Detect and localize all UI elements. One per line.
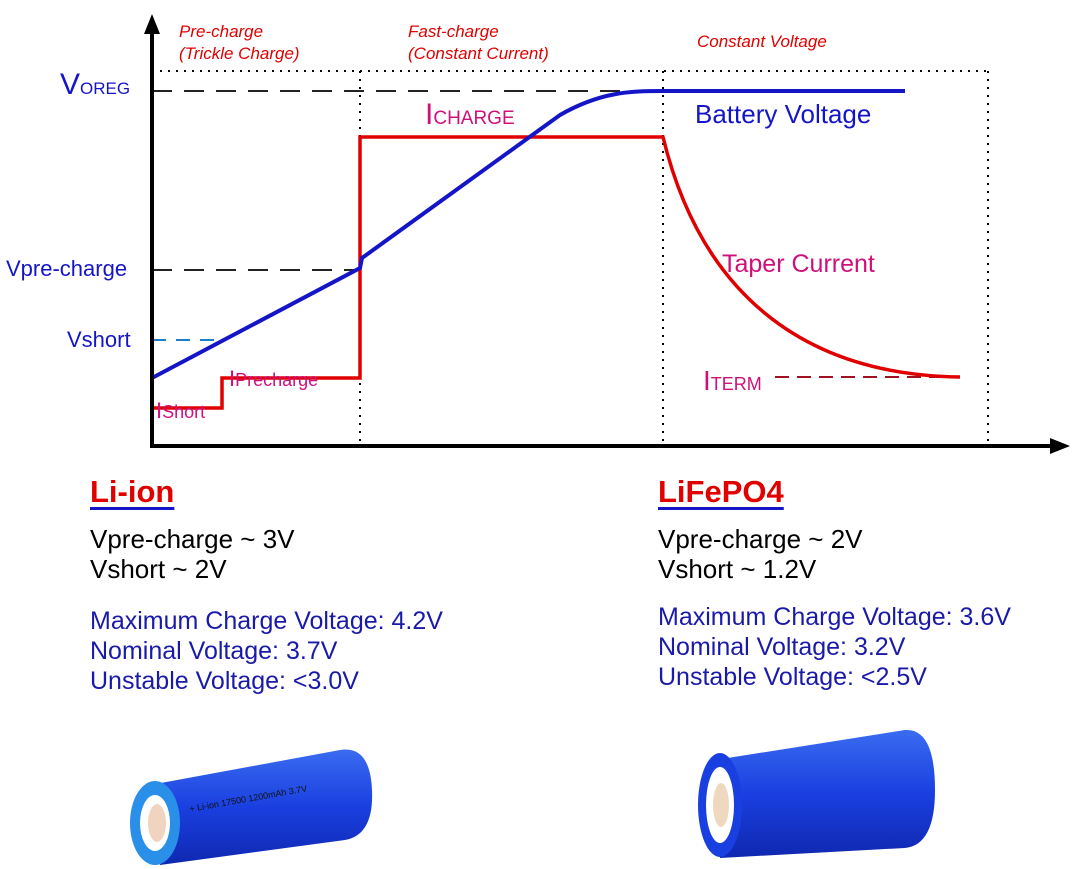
fastcharge-phase-label: Fast-charge(Constant Current)	[408, 22, 549, 63]
lifepo4-unstable-voltage: Unstable Voltage: <2.5V	[658, 663, 927, 691]
phase-dividers	[152, 70, 989, 445]
axes	[144, 14, 1070, 454]
charge-current-curve	[152, 135, 961, 410]
liion-title: Li-ion	[90, 474, 175, 509]
cv-phase-label: Constant Voltage	[697, 32, 827, 51]
liion-panel: Li-ion Vpre-charge ~ 3V Vshort ~ 2V Maxi…	[90, 474, 443, 696]
liion-nominal-voltage: Nominal Voltage: 3.7V	[90, 637, 338, 665]
lifepo4-vshort: Vshort ~ 1.2V	[658, 554, 817, 584]
iterm-label: ITERM	[703, 365, 762, 396]
lifepo4-panel: LiFePO4 Vpre-charge ~ 2V Vshort ~ 1.2V M…	[658, 474, 1011, 692]
taper-current-label: Taper Current	[722, 250, 875, 278]
reference-lines	[152, 90, 663, 271]
liion-vshort: Vshort ~ 2V	[90, 554, 227, 584]
liion-vprecharge: Vpre-charge ~ 3V	[90, 524, 295, 554]
liion-unstable-voltage: Unstable Voltage: <3.0V	[90, 667, 359, 695]
battery-voltage-curve	[151, 89, 905, 380]
precharge-phase-label: Pre-charge(Trickle Charge)	[179, 22, 300, 63]
vshort-label: Vshort	[67, 327, 131, 352]
icharge-label: ICHARGE	[425, 98, 515, 131]
lifepo4-battery-image	[698, 729, 935, 858]
ishort-label: IShort	[156, 398, 206, 423]
lifepo4-title: LiFePO4	[658, 474, 784, 509]
vprecharge-label: Vpre-charge	[6, 256, 128, 281]
liion-battery-image: + Li-ion 17500 1200mAh 3.7V	[130, 749, 373, 865]
battery-voltage-label: Battery Voltage	[695, 99, 872, 129]
lifepo4-nominal-voltage: Nominal Voltage: 3.2V	[658, 633, 906, 661]
iprecharge-label: IPrecharge	[229, 366, 319, 391]
liion-max-voltage: Maximum Charge Voltage: 4.2V	[90, 607, 443, 635]
lifepo4-max-voltage: Maximum Charge Voltage: 3.6V	[658, 603, 1011, 631]
voreg-label: VOREG	[60, 68, 131, 101]
lifepo4-vprecharge: Vpre-charge ~ 2V	[658, 524, 863, 554]
